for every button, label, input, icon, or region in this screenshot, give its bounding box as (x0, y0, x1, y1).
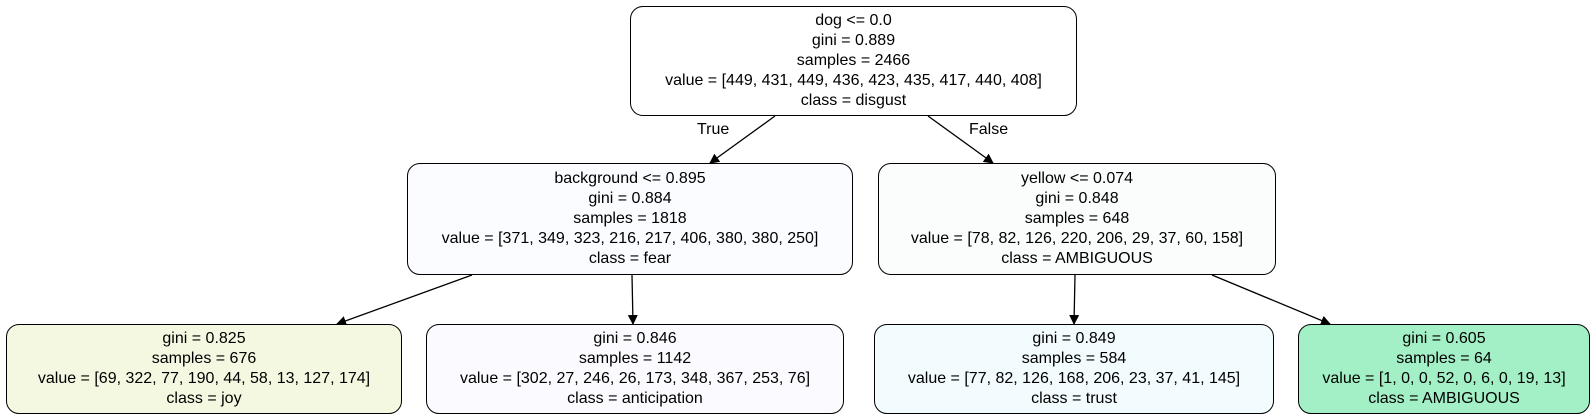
node-gini: gini = 0.825 (162, 330, 246, 347)
node-split: dog <= 0.0 (815, 12, 892, 29)
edge-label-true: True (697, 121, 730, 138)
tree-node-right: yellow <= 0.074 gini = 0.848 samples = 6… (878, 163, 1276, 275)
node-class: class = joy (166, 390, 242, 407)
node-class: class = AMBIGUOUS (1001, 250, 1153, 267)
node-value: value = [371, 349, 323, 216, 217, 406, 3… (441, 230, 819, 247)
edge-left-lr (627, 274, 638, 325)
node-samples: samples = 2466 (796, 52, 911, 69)
tree-leaf-anticipation: gini = 0.846 samples = 1142 value = [302… (426, 324, 844, 414)
node-gini: gini = 0.884 (588, 190, 672, 207)
edge-root-right (927, 115, 994, 164)
tree-node-left: background <= 0.895 gini = 0.884 samples… (407, 163, 853, 275)
node-value: value = [77, 82, 126, 168, 206, 23, 37, … (907, 370, 1241, 387)
node-samples: samples = 584 (1021, 350, 1127, 367)
node-samples: samples = 676 (151, 350, 257, 367)
node-class: class = disgust (800, 92, 907, 109)
tree-leaf-joy: gini = 0.825 samples = 676 value = [69, … (6, 324, 402, 414)
edge-right-rl (1069, 274, 1080, 325)
node-split: background <= 0.895 (554, 170, 706, 187)
node-gini: gini = 0.846 (593, 330, 677, 347)
edge-left-ll (336, 274, 473, 326)
node-value: value = [69, 322, 77, 190, 44, 58, 13, 1… (37, 370, 371, 387)
node-split: yellow <= 0.074 (1020, 170, 1134, 187)
node-value: value = [78, 82, 126, 220, 206, 29, 37, … (910, 230, 1244, 247)
node-class: class = anticipation (567, 390, 703, 407)
node-value: value = [1, 0, 0, 52, 0, 6, 0, 19, 13] (1322, 370, 1566, 387)
edge-root-left (709, 115, 776, 164)
node-samples: samples = 64 (1396, 350, 1492, 367)
node-gini: gini = 0.849 (1032, 330, 1116, 347)
node-gini: gini = 0.889 (811, 32, 896, 49)
node-gini: gini = 0.605 (1402, 330, 1486, 347)
node-gini: gini = 0.848 (1035, 190, 1119, 207)
node-value: value = [449, 431, 449, 436, 423, 435, 4… (665, 72, 1042, 89)
node-samples: samples = 648 (1024, 210, 1130, 227)
node-samples: samples = 1142 (578, 350, 692, 367)
tree-leaf-trust: gini = 0.849 samples = 584 value = [77, … (874, 324, 1274, 414)
node-class: class = fear (588, 250, 672, 267)
tree-leaf-ambiguous: gini = 0.605 samples = 64 value = [1, 0,… (1298, 324, 1590, 414)
node-class: class = AMBIGUOUS (1368, 390, 1520, 407)
tree-node-root: dog <= 0.0 gini = 0.889 samples = 2466 v… (630, 6, 1077, 116)
node-class: class = trust (1031, 390, 1117, 407)
node-samples: samples = 1818 (573, 210, 687, 227)
node-value: value = [302, 27, 246, 26, 173, 348, 367… (459, 370, 811, 387)
edge-right-rr (1211, 274, 1331, 326)
edge-label-false: False (969, 121, 1009, 138)
